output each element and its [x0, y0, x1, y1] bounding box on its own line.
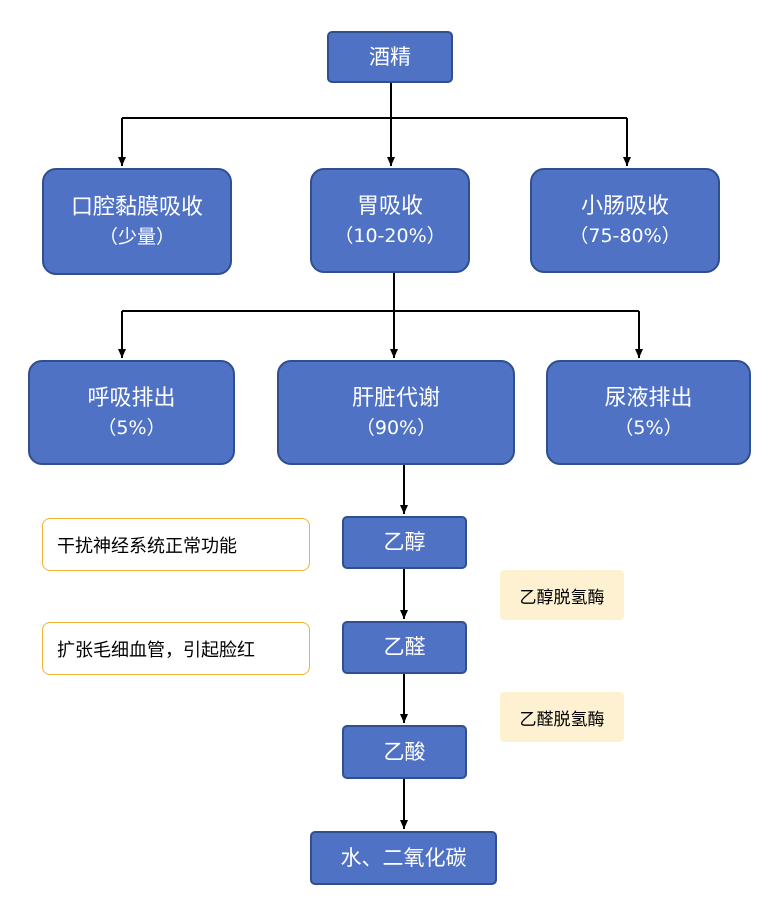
node-urine-excretion-sub: （5%）: [614, 416, 683, 439]
node-oral-mucosa-title: 口腔黏膜吸收: [70, 194, 203, 220]
node-stomach-title: 胃吸收: [356, 193, 423, 219]
node-alcohol-label: 酒精: [369, 44, 411, 69]
effect-capillary-dilation-text: 扩张毛细血管，引起脸红: [57, 639, 255, 661]
effect-nervous-system-text: 干扰神经系统正常功能: [57, 535, 237, 557]
node-oral-mucosa: 口腔黏膜吸收 （少量）: [42, 168, 232, 275]
node-acetaldehyde: 乙醛: [342, 621, 467, 674]
node-ethanol: 乙醇: [342, 516, 467, 569]
enzyme-aldehyde-dehydrogenase-text: 乙醛脱氢酶: [519, 709, 605, 730]
node-stomach: 胃吸收 （10-20%）: [310, 168, 470, 273]
node-small-intestine: 小肠吸收 （75-80%）: [530, 168, 720, 273]
node-acetaldehyde-label: 乙醛: [383, 635, 426, 660]
enzyme-alcohol-dehydrogenase: 乙醇脱氢酶: [500, 570, 624, 620]
node-breath-excretion: 呼吸排出 （5%）: [28, 360, 235, 465]
node-small-intestine-title: 小肠吸收: [580, 193, 669, 219]
node-water-co2: 水、二氧化碳: [310, 831, 497, 885]
node-liver-metabolism-sub: （90%）: [355, 416, 437, 439]
node-oral-mucosa-sub: （少量）: [98, 225, 175, 248]
node-acetic-acid-label: 乙酸: [383, 739, 426, 764]
effect-capillary-dilation: 扩张毛细血管，引起脸红: [42, 622, 310, 675]
node-liver-metabolism: 肝脏代谢 （90%）: [277, 360, 515, 465]
enzyme-alcohol-dehydrogenase-text: 乙醇脱氢酶: [519, 587, 605, 608]
node-urine-excretion: 尿液排出 （5%）: [546, 360, 751, 465]
node-breath-excretion-sub: （5%）: [97, 416, 166, 439]
node-alcohol: 酒精: [327, 31, 453, 83]
node-breath-excretion-title: 呼吸排出: [87, 385, 176, 411]
node-water-co2-label: 水、二氧化碳: [340, 845, 467, 870]
effect-nervous-system: 干扰神经系统正常功能: [42, 518, 310, 571]
node-liver-metabolism-title: 肝脏代谢: [351, 385, 440, 411]
node-ethanol-label: 乙醇: [383, 530, 426, 555]
node-acetic-acid: 乙酸: [342, 725, 467, 779]
enzyme-aldehyde-dehydrogenase: 乙醛脱氢酶: [500, 692, 624, 742]
node-stomach-sub: （10-20%）: [334, 224, 446, 247]
node-small-intestine-sub: （75-80%）: [569, 224, 681, 247]
node-urine-excretion-title: 尿液排出: [604, 385, 693, 411]
